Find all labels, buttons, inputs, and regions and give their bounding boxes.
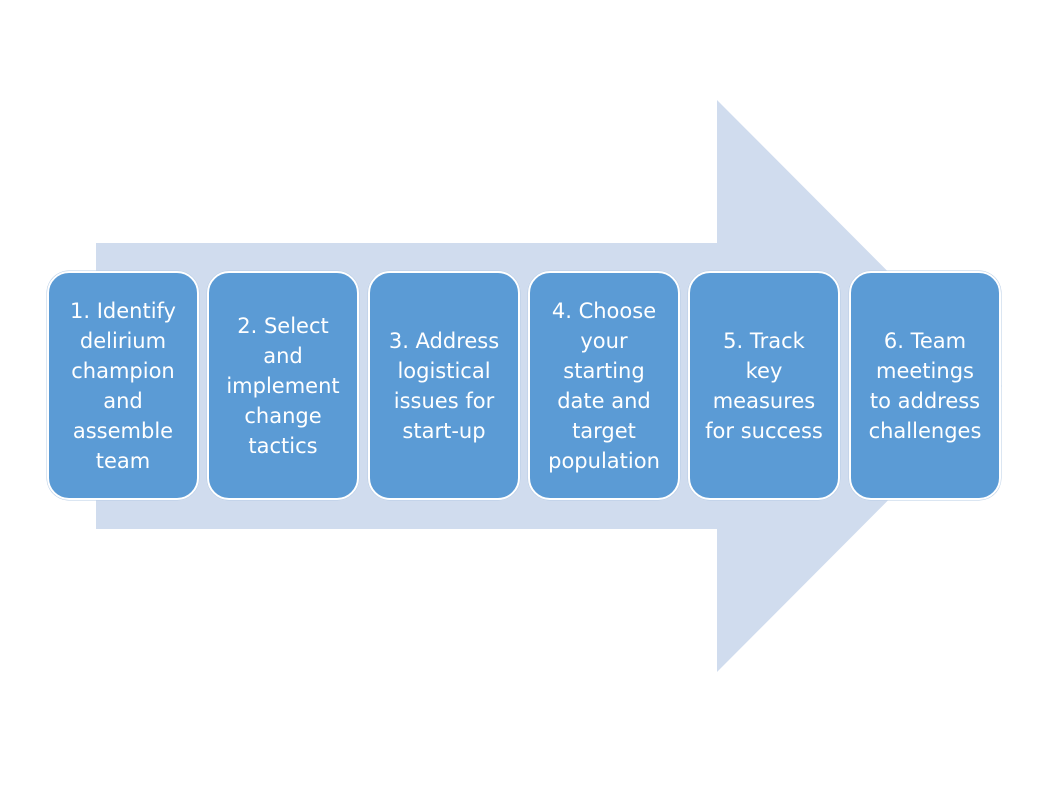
step-label-5: 5. Track key measures for success [705,328,823,443]
step-label-4: 4. Choose your starting date and target … [548,298,660,473]
step-label-3: 3. Address logistical issues for start-u… [388,328,500,443]
step-box-1: 1. Identify delirium champion and assemb… [47,271,199,500]
step-box-5: 5. Track key measures for success [688,271,840,500]
step-box-3: 3. Address logistical issues for start-u… [368,271,520,500]
step-box-6: 6. Team meetings to address challenges [849,271,1001,500]
step-label-1: 1. Identify delirium champion and assemb… [70,298,176,473]
step-label-2: 2. Select and implement change tactics [226,313,340,458]
step-label-6: 6. Team meetings to address challenges [868,328,982,443]
step-box-2: 2. Select and implement change tactics [207,271,359,500]
step-box-4: 4. Choose your starting date and target … [528,271,680,500]
